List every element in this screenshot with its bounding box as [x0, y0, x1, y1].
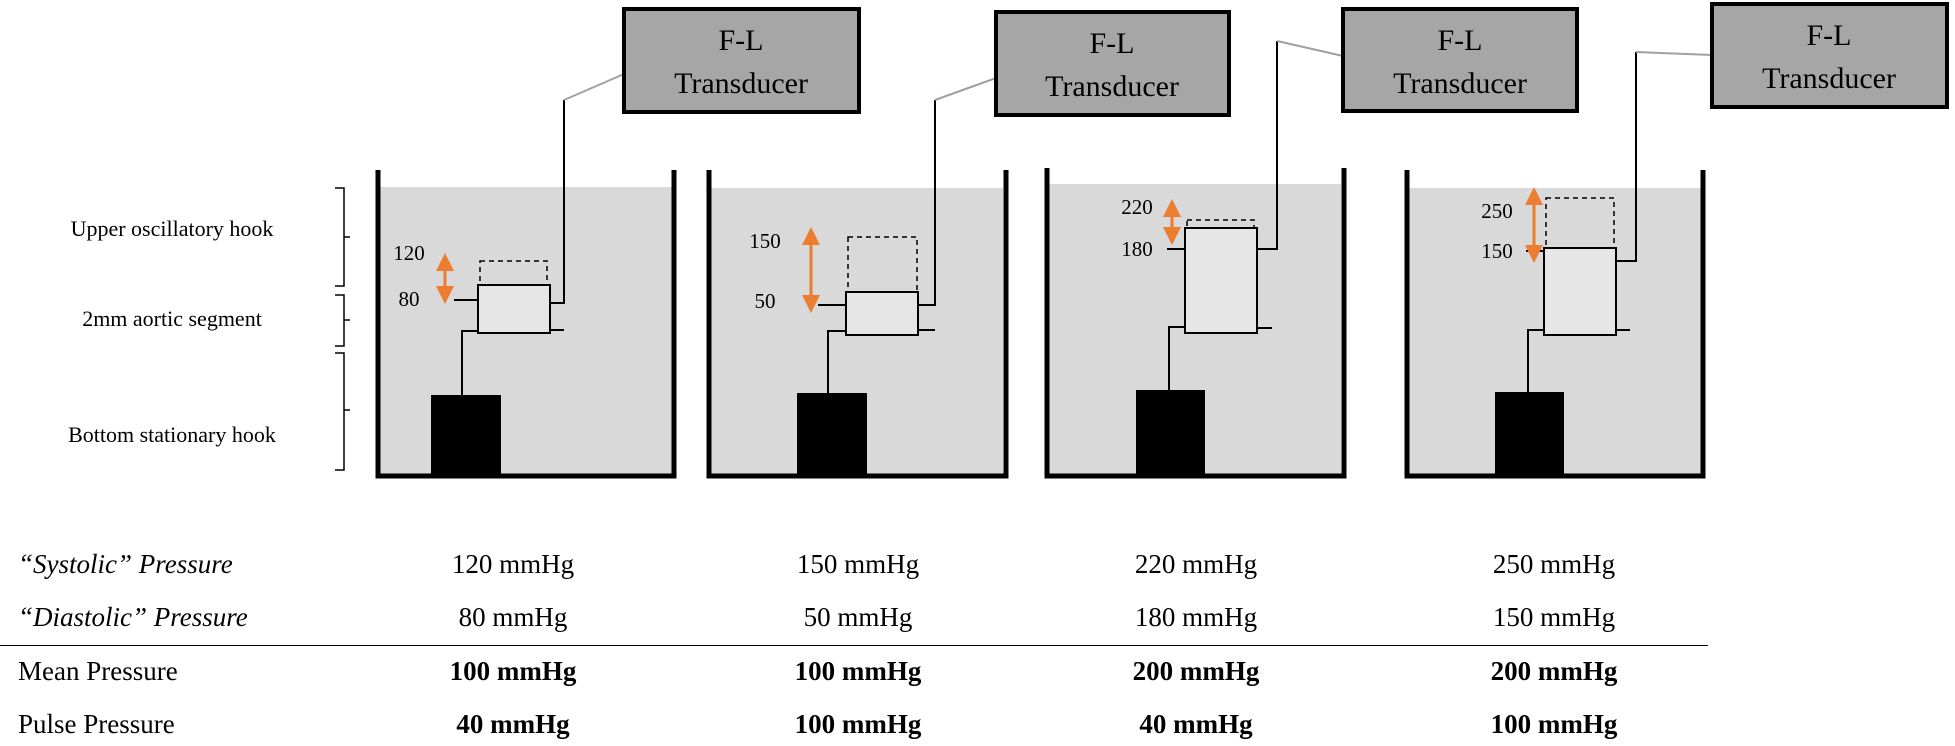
transducer-box [994, 10, 1231, 117]
bottom-stationary-hook [797, 393, 867, 475]
hook-wire [454, 299, 478, 395]
transducer-box [622, 7, 861, 114]
panel-2: F-L Transducer 150 50 [706, 10, 1231, 479]
cell-diastolic-4: 150 mmHg [1492, 602, 1616, 632]
transducer-label-top: F-L [1807, 19, 1852, 52]
cell-systolic-4: 250 mmHg [1492, 549, 1616, 579]
transducer-box [1341, 7, 1579, 113]
side-label-upper: Upper oscillatory hook [71, 216, 274, 241]
middle-bracket [335, 294, 350, 347]
cell-mean-4: 200 mmHg [1490, 656, 1618, 686]
diastolic-tick-label: 50 [755, 289, 776, 313]
side-label-middle: 2mm aortic segment [82, 306, 262, 331]
transducer-label-bottom: Transducer [674, 67, 808, 100]
row-label-pulse: Pulse Pressure [18, 709, 175, 739]
row-label-systolic: “Systolic” Pressure [18, 549, 233, 579]
aortic-segment [477, 284, 551, 334]
transducer-wire [1276, 40, 1344, 57]
systolic-outline [847, 236, 918, 293]
transducer-wire [1635, 51, 1713, 56]
cell-pulse-2: 100 mmHg [794, 709, 922, 739]
cell-mean-2: 100 mmHg [794, 656, 922, 686]
diastolic-tick-label: 150 [1481, 239, 1513, 263]
transducer-label-top: F-L [1438, 24, 1483, 57]
row-label-mean: Mean Pressure [18, 656, 178, 686]
bottom-stationary-hook [1136, 390, 1205, 475]
cell-systolic-2: 150 mmHg [796, 549, 920, 579]
cell-diastolic-2: 50 mmHg [803, 602, 913, 632]
transducer-wire [563, 73, 625, 101]
bath-walls [706, 170, 1009, 479]
systolic-outline [1186, 219, 1255, 229]
side-brackets [335, 187, 350, 471]
upper-bracket [335, 187, 350, 287]
cell-systolic-1: 120 mmHg [451, 549, 575, 579]
transducer-label-bottom: Transducer [1045, 70, 1179, 103]
aortic-segment-diagram: Upper oscillatory hook 2mm aortic segmen… [68, 2, 1949, 479]
bath-walls [375, 170, 677, 479]
diastolic-tick-label: 180 [1121, 237, 1153, 261]
transducer-wire [934, 77, 997, 101]
aortic-segment [1543, 247, 1617, 336]
systolic-tick-label: 250 [1481, 199, 1513, 223]
bottom-stationary-hook [431, 395, 501, 475]
hook-wire [1527, 329, 1544, 392]
transducer-box [1710, 2, 1949, 109]
cell-diastolic-1: 80 mmHg [458, 602, 568, 632]
systolic-tick-label: 120 [393, 241, 425, 265]
upper-hook-wire [550, 100, 565, 304]
aortic-segment [845, 291, 919, 336]
transducer-label-top: F-L [1090, 27, 1135, 60]
transducer-label-bottom: Transducer [1393, 67, 1527, 100]
bottom-stationary-hook [1495, 392, 1564, 475]
cell-systolic-3: 220 mmHg [1134, 549, 1258, 579]
panel-4: F-L Transducer 250 150 [1404, 2, 1949, 479]
cell-mean-1: 100 mmHg [449, 656, 577, 686]
bottom-bracket [335, 352, 350, 471]
aortic-segment [1184, 227, 1258, 334]
cell-pulse-1: 40 mmHg [456, 709, 570, 739]
cell-mean-3: 200 mmHg [1132, 656, 1260, 686]
table-divider [0, 645, 1708, 646]
cell-diastolic-3: 180 mmHg [1134, 602, 1258, 632]
transducer-label-bottom: Transducer [1762, 62, 1896, 95]
upper-hook-wire [918, 100, 936, 306]
systolic-tick-label: 150 [749, 229, 781, 253]
bath-walls [1044, 168, 1347, 479]
bath-walls [1404, 170, 1706, 479]
cell-pulse-3: 40 mmHg [1139, 709, 1253, 739]
cell-pulse-4: 100 mmHg [1490, 709, 1618, 739]
systolic-tick-label: 220 [1121, 195, 1153, 219]
panel-1: F-L Transducer 120 80 [375, 7, 861, 479]
hook-wire [1168, 326, 1185, 390]
panel-3: F-L Transducer 220 180 [1044, 7, 1579, 479]
systolic-outline [1545, 197, 1615, 249]
diastolic-tick-label: 80 [399, 287, 420, 311]
hook-wire [818, 304, 846, 393]
row-label-diastolic: “Diastolic” Pressure [18, 602, 248, 632]
upper-hook-wire [1616, 52, 1637, 262]
upper-hook-wire [1257, 41, 1278, 250]
transducer-label-top: F-L [719, 24, 764, 57]
side-label-bottom: Bottom stationary hook [68, 422, 276, 447]
